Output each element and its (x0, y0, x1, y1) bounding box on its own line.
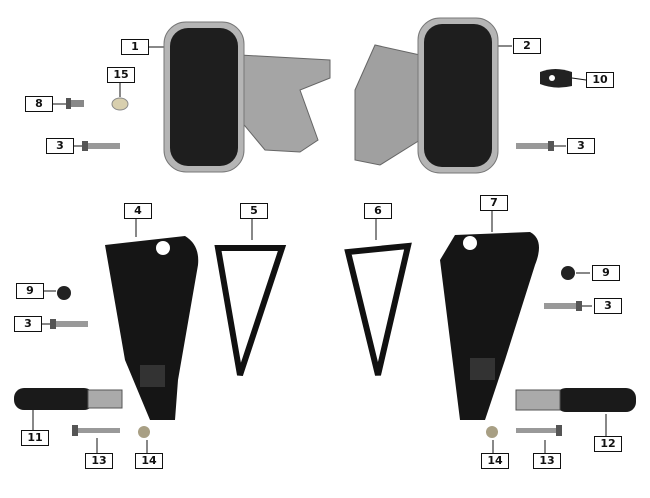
callout-4: 4 (124, 203, 152, 219)
callout-3: 3 (567, 138, 595, 154)
callout-9: 9 (592, 265, 620, 281)
callout-2: 2 (513, 38, 541, 54)
links (214, 242, 412, 376)
callout-7: 7 (480, 195, 508, 211)
callout-13: 13 (85, 453, 113, 469)
callout-14: 14 (135, 453, 163, 469)
callout-3: 3 (14, 316, 42, 332)
floorboard-right (354, 17, 499, 174)
callout-1: 1 (121, 39, 149, 55)
callout-14: 14 (481, 453, 509, 469)
callout-8: 8 (25, 96, 53, 112)
hardware (50, 69, 582, 438)
footpeg-right (515, 388, 636, 412)
callout-15: 15 (107, 67, 135, 83)
callout-12: 12 (594, 436, 622, 452)
callout-10: 10 (586, 72, 614, 88)
bracket-left (105, 236, 199, 420)
bracket-right (440, 232, 539, 420)
callout-11: 11 (21, 430, 49, 446)
callout-13: 13 (533, 453, 561, 469)
callout-5: 5 (240, 203, 268, 219)
callout-3: 3 (594, 298, 622, 314)
callout-6: 6 (364, 203, 392, 219)
floorboard-left (163, 21, 331, 173)
callout-3: 3 (46, 138, 74, 154)
footpeg-left (14, 388, 123, 410)
callout-9: 9 (16, 283, 44, 299)
